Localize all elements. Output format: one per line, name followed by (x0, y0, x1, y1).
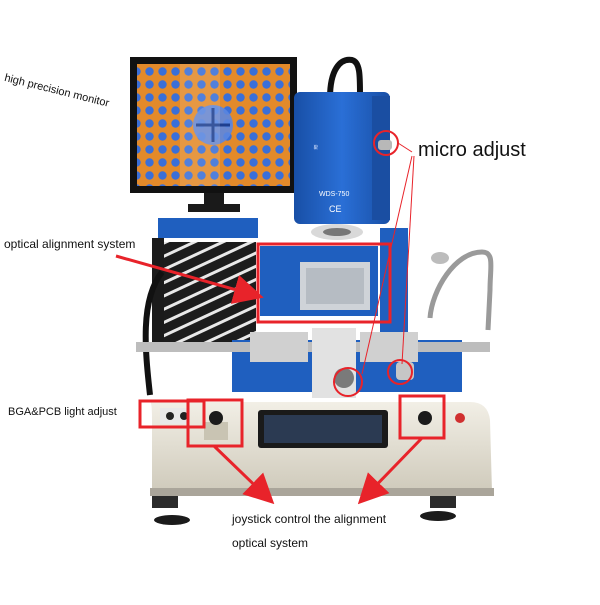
label-micro-adjust: micro adjust (418, 139, 526, 161)
upper-heater-head: ≋ WDS-750 CE (294, 92, 392, 240)
side-cable (142, 270, 165, 396)
annotation-arrows (115, 254, 424, 505)
label-joystick-line-1: joystick control the alignment (232, 512, 387, 526)
gooseneck-lamp (427, 249, 494, 331)
label-bga-pcb-light-adjust: BGA&PCB light adjust (8, 406, 117, 418)
model-plate: WDS-750 (319, 191, 349, 198)
machine-base (150, 402, 494, 525)
micro-adjust-circle-right (387, 359, 413, 385)
ce-mark: CE (329, 204, 342, 214)
micro-adjust-lines (361, 142, 415, 375)
label-optical-alignment-system: optical alignment system (4, 237, 136, 251)
label-joystick-line-2: optical system (232, 536, 309, 550)
svg-text:≋: ≋ (313, 144, 320, 150)
power-cable (327, 56, 363, 99)
lamp-head (431, 252, 449, 264)
micro-adjust-circle-left (333, 367, 363, 397)
light-adjust-box (138, 399, 206, 429)
pcb-rail (136, 328, 490, 398)
monitor (130, 57, 297, 212)
